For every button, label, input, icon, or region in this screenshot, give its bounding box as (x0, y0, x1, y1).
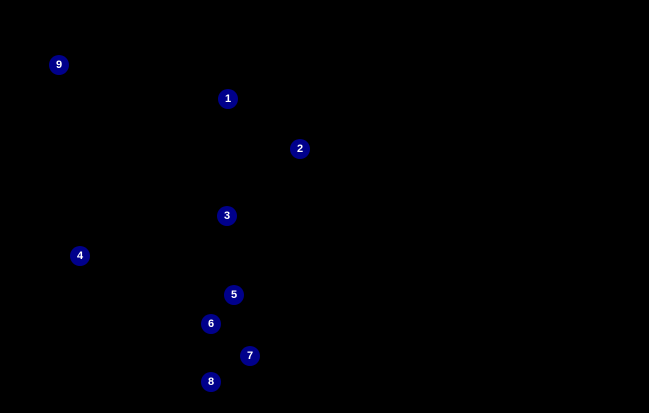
marker-5[interactable]: 5 (224, 285, 244, 305)
marker-9[interactable]: 9 (49, 55, 69, 75)
marker-1[interactable]: 1 (218, 89, 238, 109)
marker-4[interactable]: 4 (70, 246, 90, 266)
marker-3[interactable]: 3 (217, 206, 237, 226)
marker-7[interactable]: 7 (240, 346, 260, 366)
marker-8[interactable]: 8 (201, 372, 221, 392)
marker-2[interactable]: 2 (290, 139, 310, 159)
marker-6[interactable]: 6 (201, 314, 221, 334)
